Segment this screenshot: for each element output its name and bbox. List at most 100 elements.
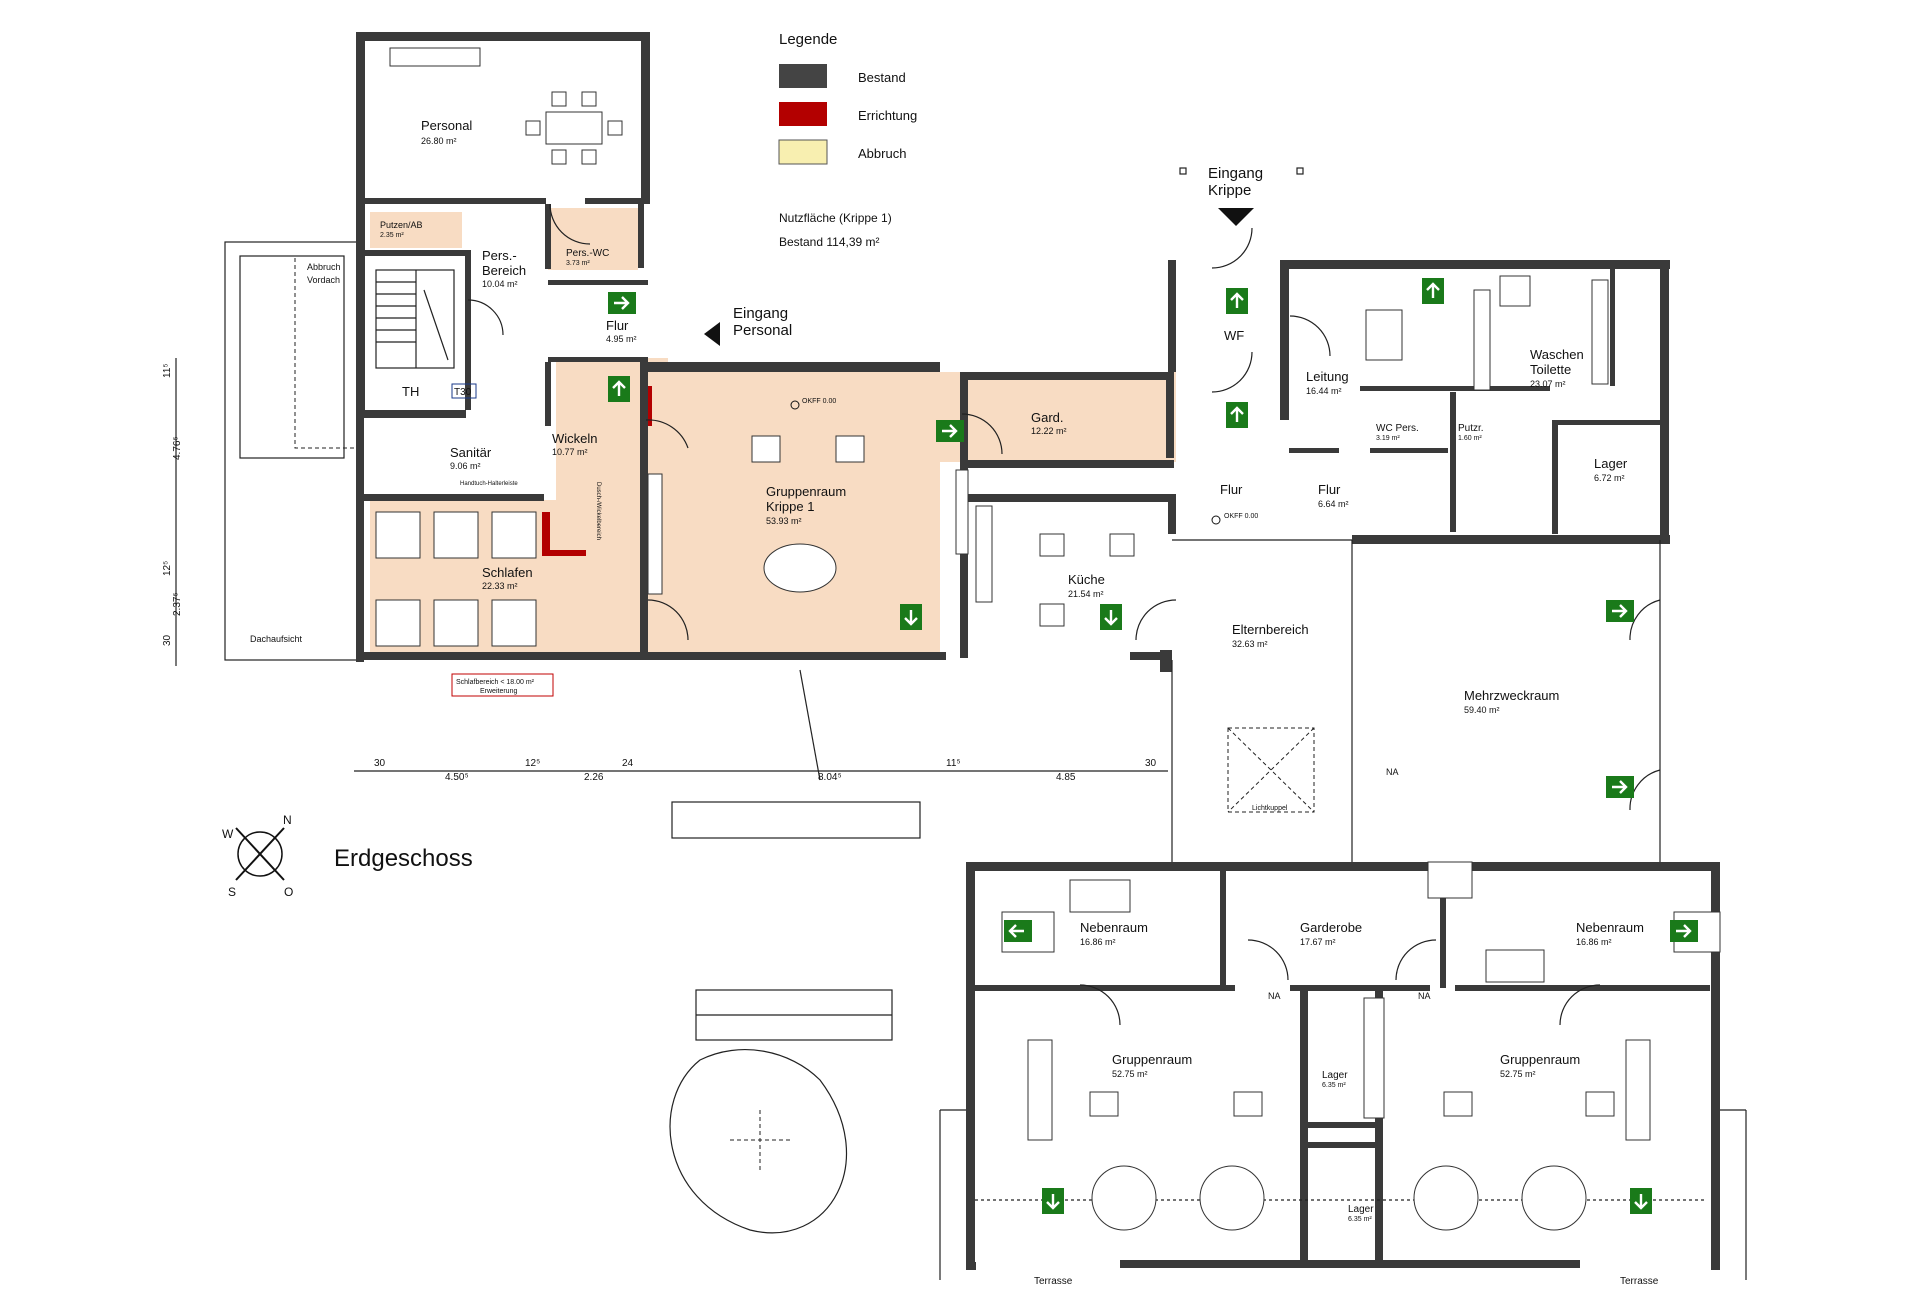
legend-swatch-bestand <box>779 64 827 88</box>
room-leitung-name: Leitung <box>1306 369 1349 384</box>
room-kueche-area: 21.54 m² <box>1068 589 1104 599</box>
room-putzr-name: Putzr. <box>1458 423 1484 434</box>
room-pers-bereich-name1: Pers.- <box>482 248 517 263</box>
legend-swatch-errichtung <box>779 102 827 126</box>
exit-sign-icon <box>1422 278 1444 304</box>
legend-area-value: Bestand 114,39 m² <box>779 235 880 249</box>
room-pers-bereich-area: 10.04 m² <box>482 279 518 289</box>
okff-marker-icon <box>790 400 800 410</box>
lichtkuppel <box>1227 727 1315 813</box>
entrance-krippe-label-2: Krippe <box>1208 182 1251 199</box>
room-gard-name: Gard. <box>1031 410 1064 425</box>
okff-label-2: OKFF 0.00 <box>1224 513 1258 520</box>
room-personal-name: Personal <box>421 118 472 133</box>
room-schlafen-name: Schlafen <box>482 565 533 580</box>
schlafbereich-note-2: Erweiterung <box>480 688 517 695</box>
dim-h-8: 4.85 <box>1056 772 1076 783</box>
dim-h-3: 12⁵ <box>525 758 540 769</box>
entrance-krippe-arrow-icon <box>1218 208 1254 226</box>
room-elternbereich-name: Elternbereich <box>1232 622 1309 637</box>
room-gruppenraum-r-name: Gruppenraum <box>1500 1052 1580 1067</box>
compass-n: N <box>283 813 292 827</box>
schlafbereich-note-1: Schlafbereich < 18.00 m² <box>456 679 535 686</box>
na-label-2: NA <box>1268 991 1281 1001</box>
room-lager-top-name: Lager <box>1594 456 1628 471</box>
room-sanitaer-name: Sanitär <box>450 445 492 460</box>
room-leitung-area: 16.44 m² <box>1306 386 1342 396</box>
dusch-label: Dusch-/Wickelbereich <box>595 482 601 540</box>
exit-sign-icon <box>900 604 922 630</box>
dim-h-2: 4.50⁵ <box>445 772 469 783</box>
okff-marker-icon <box>1211 515 1221 525</box>
room-nebenraum-r-name: Nebenraum <box>1576 920 1644 935</box>
room-elternbereich-area: 32.63 m² <box>1232 639 1268 649</box>
room-lager-b-area: 6.35 m² <box>1348 1216 1372 1223</box>
compass-w: W <box>222 827 234 841</box>
dim-h-7: 11⁵ <box>946 758 961 769</box>
dim-v-1: 11⁵ <box>162 363 173 378</box>
room-nebenraum-l-name: Nebenraum <box>1080 920 1148 935</box>
drawing-title: Erdgeschoss <box>334 845 473 872</box>
room-lager-a-area: 6.35 m² <box>1322 1082 1346 1089</box>
na-label-3: NA <box>1418 991 1431 1001</box>
room-pers-wc-name: Pers.-WC <box>566 248 609 259</box>
room-lager-top-area: 6.72 m² <box>1594 473 1625 483</box>
dim-h-1: 30 <box>374 758 386 769</box>
legend: Legende Bestand Errichtung Abbruch Nutzf… <box>778 31 917 249</box>
room-wc-pers-area: 3.19 m² <box>1376 435 1400 442</box>
walls <box>356 32 1720 1270</box>
room-putzen-name: Putzen/AB <box>380 220 423 230</box>
dim-v-3: 12⁵ <box>162 561 173 576</box>
dim-v-2: 4.76⁵ <box>172 436 183 460</box>
exit-sign-icon <box>936 420 964 442</box>
room-flur-personal-name: Flur <box>606 318 629 333</box>
room-gruppenraum-krippe-name1: Gruppenraum <box>766 484 846 499</box>
room-gruppenraum-krippe-name2: Krippe 1 <box>766 499 814 514</box>
room-mehrzweckraum-name: Mehrzweckraum <box>1464 688 1559 703</box>
room-garderobe-name: Garderobe <box>1300 920 1362 935</box>
dim-h-4: 2.26 <box>584 772 604 783</box>
room-putzr-area: 1.60 m² <box>1458 435 1482 442</box>
entrance-personal-label-2: Personal <box>733 322 792 339</box>
exit-sign-icon <box>1630 1188 1652 1214</box>
compass-o: O <box>284 885 293 899</box>
exit-sign-icon <box>1606 776 1634 798</box>
exit-signs <box>608 278 1698 1214</box>
room-gard-area: 12.22 m² <box>1031 426 1067 436</box>
room-pers-wc-area: 3.73 m² <box>566 260 590 267</box>
dim-v-5: 30 <box>162 634 173 646</box>
entrances: Eingang Krippe Eingang Personal <box>704 165 1304 346</box>
room-sanitaer-area: 9.06 m² <box>450 461 481 471</box>
dim-h-6: 8.04⁵ <box>818 772 842 783</box>
legend-area-title: Nutzfläche (Krippe 1) <box>779 211 892 225</box>
room-flur-small-name: Flur <box>1318 482 1341 497</box>
annotations: Abbruch Vordach Dachaufsicht T30 OKFF 0.… <box>250 262 1659 1287</box>
room-schlafen-area: 22.33 m² <box>482 581 518 591</box>
dim-h-9: 30 <box>1145 758 1157 769</box>
room-lager-b-name: Lager <box>1348 1204 1374 1215</box>
kueche-furniture <box>975 505 1135 627</box>
legend-swatch-abbruch <box>778 139 828 165</box>
stairs-th <box>375 269 455 369</box>
dachaufsicht-label: Dachaufsicht <box>250 634 303 644</box>
t30-label: T30 <box>454 387 472 398</box>
room-waschen-name1: Waschen <box>1530 347 1584 362</box>
room-kueche-name: Küche <box>1068 572 1105 587</box>
room-personal-area: 26.80 m² <box>421 136 457 146</box>
na-label-1: NA <box>1386 767 1399 777</box>
legend-label-bestand: Bestand <box>858 70 906 85</box>
room-waschen-area: 23.07 m² <box>1530 379 1566 389</box>
dim-v-4: 2.37⁵ <box>172 592 183 616</box>
leitung-furniture <box>1365 275 1609 391</box>
terrasse-label-right: Terrasse <box>1620 1276 1659 1287</box>
entrance-krippe-label-1: Eingang <box>1208 165 1263 182</box>
exit-sign-icon <box>1606 600 1634 622</box>
room-gruppenraum-l-name: Gruppenraum <box>1112 1052 1192 1067</box>
room-waschen-name2: Toilette <box>1530 362 1571 377</box>
lower-furniture <box>1001 861 1721 1231</box>
dimensions: 30 4.50⁵ 12⁵ 2.26 24 8.04⁵ 11⁵ 4.85 30 1… <box>162 358 1168 783</box>
legend-title: Legende <box>779 31 837 48</box>
room-wickeln-name: Wickeln <box>552 431 598 446</box>
room-putzen-area: 2.35 m² <box>380 232 404 239</box>
